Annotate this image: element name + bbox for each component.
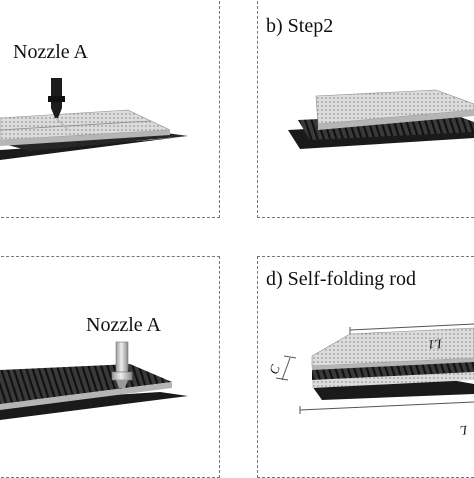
dimension-l1-label: L1 [427, 336, 443, 353]
step2-caption: b) Step2 [266, 15, 334, 37]
panel-d-assembly [275, 323, 474, 414]
nozzle-a-icon [48, 78, 69, 131]
panel-a-frame [0, 0, 220, 218]
deposited-line [0, 120, 151, 131]
mesh-layer-side [312, 358, 474, 370]
panel-b-frame [257, 0, 474, 218]
mesh-layer-side [0, 130, 170, 146]
panel-c-assembly [0, 341, 188, 420]
mesh-layer-side [0, 382, 172, 410]
base-plate [0, 136, 188, 160]
dimension-lines [275, 323, 474, 414]
panel-b-assembly [288, 89, 474, 149]
self-folding-rod-caption: d) Self-folding rod [266, 268, 416, 290]
dimension-l-label: L [459, 422, 468, 439]
mesh-layer-top [315, 89, 474, 125]
mesh-layer-side [318, 110, 474, 130]
ribbed-layer [312, 360, 474, 380]
panel-a-assembly [0, 78, 188, 160]
nozzle-a-label: Nozzle A [86, 314, 161, 336]
base-plate [0, 392, 188, 420]
nozzle-a-label: Nozzle A [13, 41, 88, 63]
nozzle-a-icon [111, 341, 133, 388]
mesh-layer-bottom [312, 372, 474, 388]
mesh-layer-top [311, 327, 474, 367]
